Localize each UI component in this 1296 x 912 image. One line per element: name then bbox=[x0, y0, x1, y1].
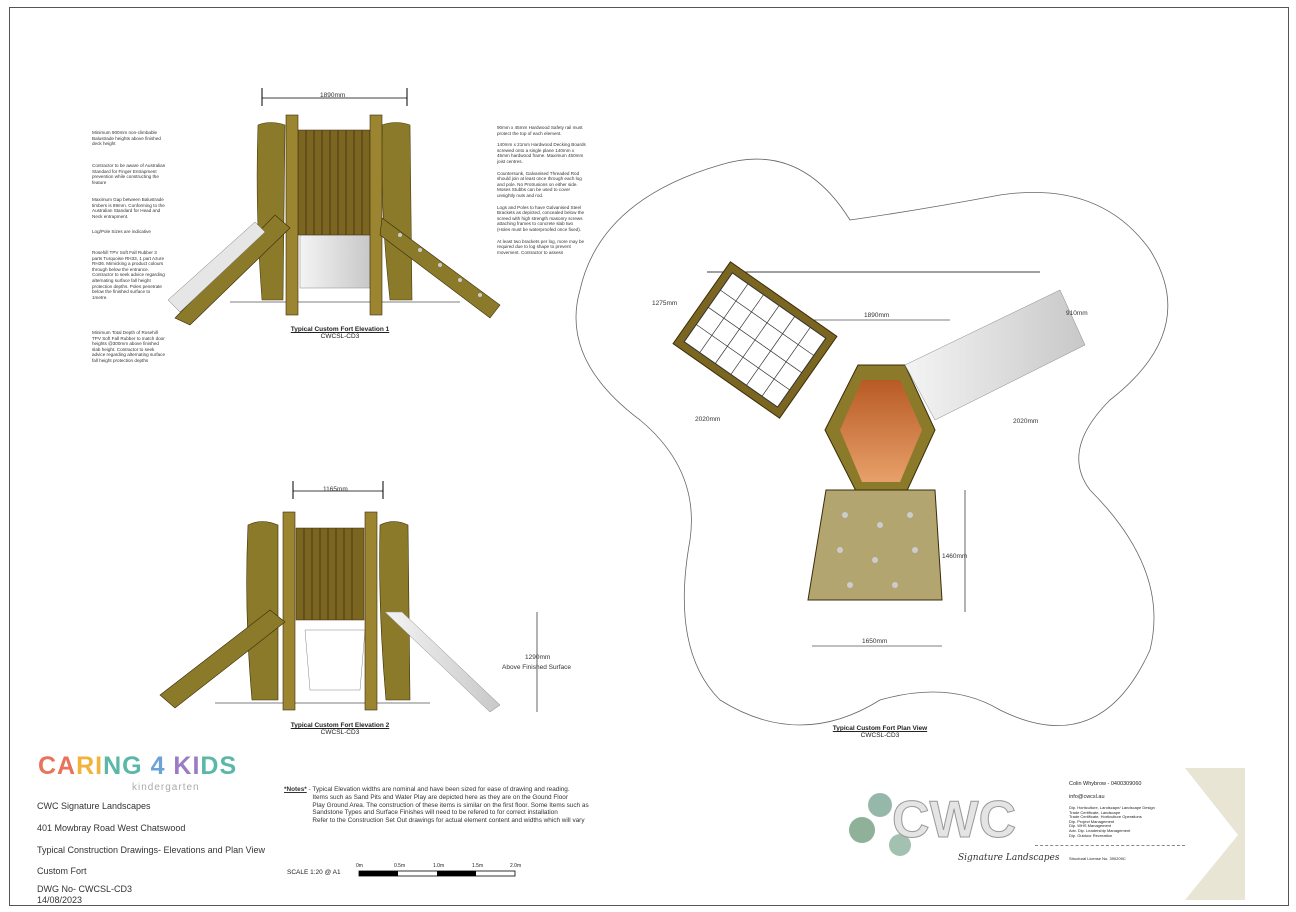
date: 14/08/2023 bbox=[37, 895, 83, 905]
plan-dim: 1460mm bbox=[942, 553, 968, 560]
plan-dim: 2020mm bbox=[1013, 418, 1039, 425]
elevation-1-drawing bbox=[167, 88, 501, 326]
caring4kids-logo: CARING 4 KIDS bbox=[38, 752, 238, 780]
note: At least two brackets per log, more may … bbox=[497, 238, 585, 255]
scale-tick: 1.0m bbox=[433, 863, 445, 869]
note: Countersunk, Galvanised Threaded Rod sho… bbox=[497, 170, 582, 198]
plan-dim: 2020mm bbox=[695, 416, 721, 423]
sheet-border bbox=[9, 7, 1289, 906]
cwc-logo-graphic bbox=[849, 768, 1245, 900]
note: 140mm x 21mm Hardwood Decking Boards scr… bbox=[497, 142, 586, 164]
note: Minimum Total Depth of Rosehill TPV Soft… bbox=[92, 330, 166, 363]
contact: Colin Whybrow - 0400309060 bbox=[1069, 781, 1142, 787]
logo-subtitle: kindergarten bbox=[132, 782, 200, 793]
company-name: CWC Signature Landscapes bbox=[37, 801, 151, 811]
address: 401 Mowbray Road West Chatswood bbox=[37, 823, 186, 833]
elevation2-height-note: Above Finished Surface bbox=[502, 664, 572, 671]
item-name: Custom Fort bbox=[37, 866, 87, 876]
note: 90mm x 45mm Hardwood Safety rail must pr… bbox=[497, 125, 583, 136]
scale-tick: 0m bbox=[356, 863, 363, 869]
elevation2-height-dim: 1290mm bbox=[525, 654, 551, 661]
scale-tick: 2.0m bbox=[510, 863, 522, 869]
note: Log/Pole Sizes are indicative bbox=[92, 229, 151, 234]
plan-dim: 1650mm bbox=[862, 638, 888, 645]
general-notes: *Notes* - Typical Elevation widths are n… bbox=[284, 786, 589, 825]
dwg-number: DWG No- CWCSL-CD3 bbox=[37, 884, 133, 894]
plan-dim: 910mm bbox=[1066, 310, 1088, 317]
elevation-2-drawing bbox=[159, 481, 538, 713]
plan-view-drawing bbox=[575, 158, 1169, 726]
cwc-tagline: Signature Landscapes bbox=[958, 853, 1060, 863]
elevation2-width-dim: 1165mm bbox=[323, 486, 348, 493]
cwc-logo-text: CWC bbox=[891, 791, 1017, 849]
scale-tick: 1.5m bbox=[472, 863, 484, 869]
scale-tick: 0.5m bbox=[394, 863, 406, 869]
email: info@cwcsl.au bbox=[1069, 794, 1105, 800]
scale-bar bbox=[358, 870, 516, 877]
note: Maximum Gap between Balustrade timbers i… bbox=[92, 197, 165, 219]
drawing-title: Typical Construction Drawings- Elevation… bbox=[37, 845, 265, 855]
note: Rosehill TPV Soft Fall Rubber 3 parts Tu… bbox=[92, 250, 165, 300]
note: Contractor to be aware of Australian Sta… bbox=[92, 163, 166, 185]
note: Logs and Poles to have Galvanised Steel … bbox=[497, 204, 585, 232]
plan-dim: 1275mm bbox=[652, 300, 678, 307]
qualifications: Dip. Horticulture, Landscape/ Landscape … bbox=[1069, 805, 1155, 838]
note: Minimum 900mm non-climbable Balustrade h… bbox=[92, 130, 161, 147]
scale-label: SCALE 1:20 @ A1 bbox=[287, 869, 341, 876]
plan-dim: 1890mm bbox=[864, 312, 890, 319]
right-notes: 90mm x 45mm Hardwood Safety rail must pr… bbox=[497, 125, 587, 255]
divider bbox=[1035, 845, 1185, 846]
elevation1-width-dim: 1890mm bbox=[320, 92, 346, 99]
license: Structural License No. 390209C bbox=[1069, 856, 1126, 861]
